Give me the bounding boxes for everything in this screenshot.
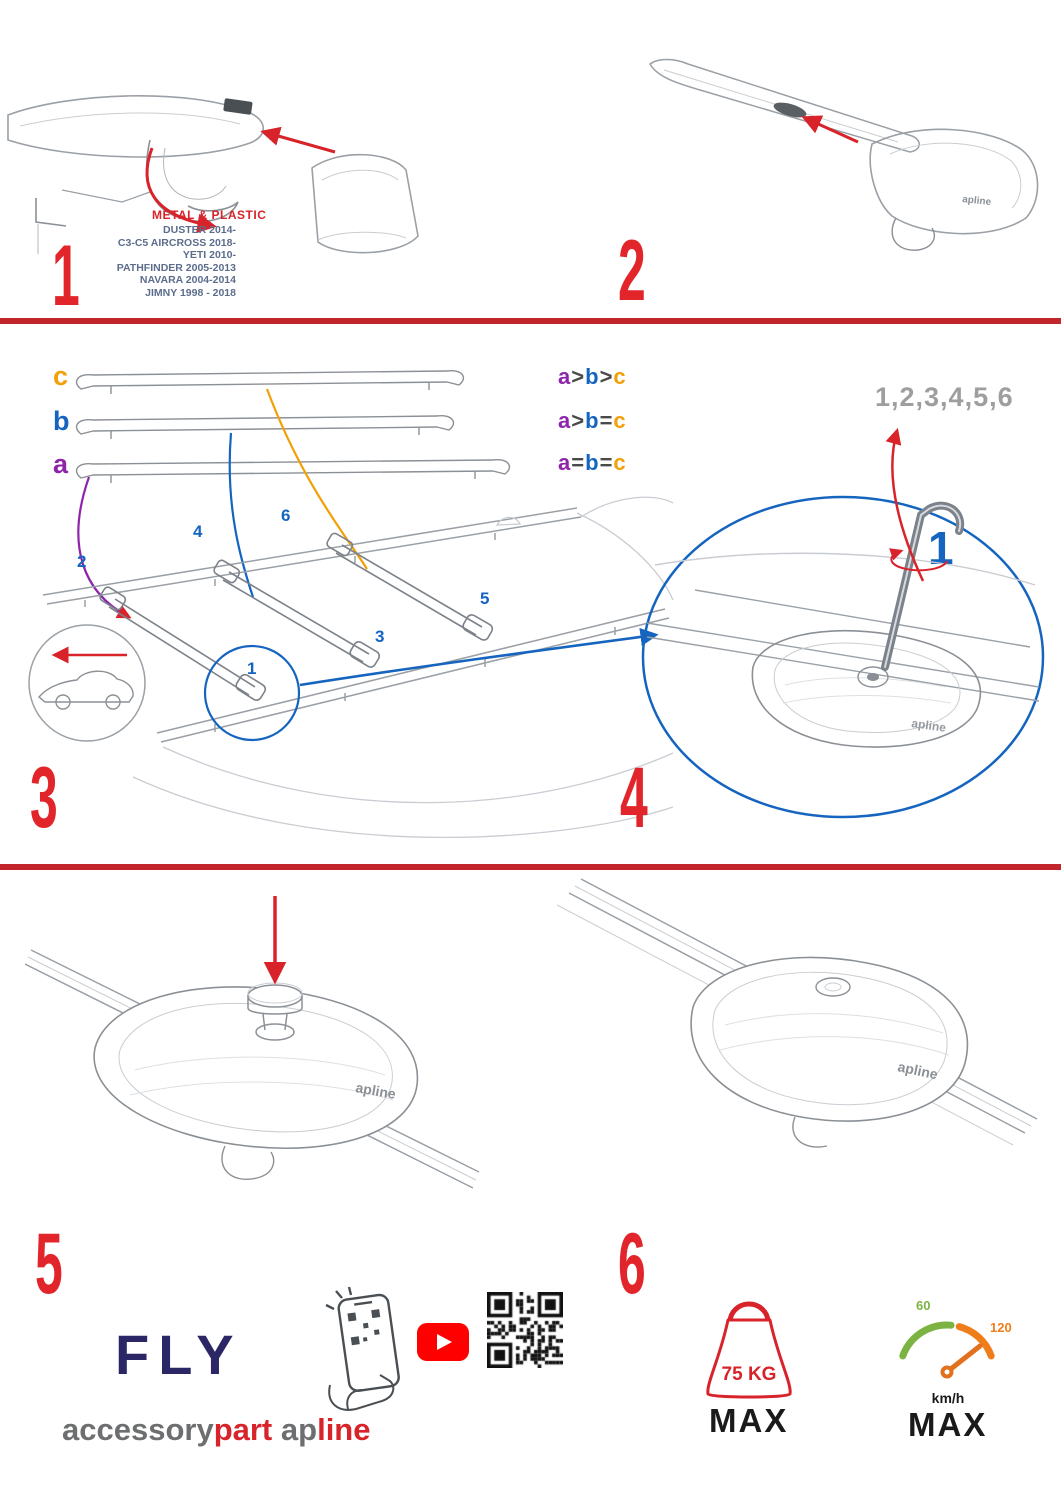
legend-b: b [585,450,600,475]
max-weight-value: 75 KG [722,1364,777,1385]
vehicle-item: PATHFINDER 2005-2013 [116,261,236,274]
step2-number: 2 [618,223,646,319]
step2-bar-insert-illustration: apline [640,50,1060,270]
position-1: 1 [247,659,257,678]
tightening-sequence: 1,2,3,4,5,6 [875,382,1014,412]
connector-c-orange [267,389,367,569]
legend-op: = [599,408,614,433]
vehicle-compatibility-list: DUSTER 2014- C3-C5 AIRCROSS 2018- YETI 2… [84,224,236,300]
speed-low-label: 60 [916,1298,930,1313]
step1-number: 1 [52,228,80,324]
youtube-icon [417,1323,469,1361]
position-5: 5 [480,589,490,608]
bar-label-c: c [53,361,69,391]
brand-ap: ap [280,1412,318,1447]
legend-c: c [613,450,627,475]
foot-body: apline [94,987,417,1179]
apline-badge [223,98,253,115]
apline-logo-on-foot: apline [911,716,948,735]
legend-row-1: a>b>c [558,364,627,390]
step3-roof-layout-illustration [15,345,675,870]
cover-cap [312,155,418,253]
legend-op: = [571,450,586,475]
step5-press-knob-illustration: apline [25,880,485,1210]
max-weight-label: MAX [709,1402,789,1439]
arrow-into-slot [801,115,858,142]
crossbar-c [77,371,464,394]
legend-row-3: a=b=c [558,450,627,476]
step5-number: 5 [35,1216,63,1312]
legend-op: = [599,450,614,475]
position-2: 2 [77,552,87,571]
speed-high-label: 120 [990,1320,1012,1335]
section-divider [0,318,1061,324]
apline-logo-on-foot: apline [354,1079,397,1102]
legend-op: > [571,408,586,433]
bracket-part [36,198,66,226]
material-label: METAL & PLASTIC [152,208,267,222]
rotation-arrow [889,548,947,570]
step4-zoom-illustration: apline [625,427,1061,850]
bar-label-a: a [53,449,69,479]
section-divider [0,864,1061,870]
vehicle-item: C3-C5 AIRCROSS 2018- [117,236,236,249]
foot-body: apline [691,957,967,1147]
legend-c: c [613,364,627,389]
vehicle-item: NAVARA 2004-2014 [139,274,236,287]
lock-knob [248,983,302,1040]
arrow-clamp-path [147,148,217,234]
zoom-circle [643,497,1043,817]
speed-unit-label: km/h [931,1390,965,1406]
car-direction-inset [29,625,145,741]
position-6: 6 [281,506,291,525]
step1-crossbar-clamp-illustration [0,40,430,310]
vehicle-item: JIMNY 1998 - 2018 [145,286,236,299]
brand-logos: accessorypart apline [62,1412,370,1448]
connector-a-purple [78,477,132,619]
crossbar-b [77,416,454,439]
legend-a: a [558,450,572,475]
max-speed-label: MAX [908,1406,988,1443]
vehicle-item: DUSTER 2014- [163,224,236,236]
product-name: FLY [115,1323,243,1386]
brand-part: part [213,1412,273,1447]
max-speed-icon: 60 120 [899,1298,1012,1379]
bar-label-b: b [53,406,70,436]
position-3: 3 [375,627,385,646]
roof-rails [43,508,669,742]
foot-body [870,129,1037,233]
legend-a: a [558,408,572,433]
crossbar-a [77,460,510,483]
arrow-to-zoom [300,627,659,685]
max-weight-icon: 75 KG [706,1301,792,1399]
legend-b: b [585,408,600,433]
bar-slot [773,102,807,118]
step6-number: 6 [618,1216,646,1312]
brand-line: line [317,1412,371,1447]
rail-in-zoom [647,553,1039,701]
scan-phone-icon [318,1285,408,1415]
arrow-to-sequence [885,427,923,581]
legend-op: > [571,364,586,389]
step6-finished-foot-illustration: apline [545,875,1045,1215]
legend-c: c [613,408,627,433]
legend-a: a [558,364,572,389]
allen-key [885,506,960,667]
qr-code [487,1292,563,1368]
legend-b: b [585,364,600,389]
step3-number: 3 [30,750,58,846]
car-body-lines [133,497,673,837]
apline-logo-on-foot: apline [962,194,992,208]
mounted-crossbars [99,532,495,702]
brand-accessory: accessory [62,1412,214,1447]
legend-op: > [599,364,614,389]
position-4: 4 [193,522,203,541]
arrow-cover-to-bar [260,126,335,152]
legend-row-2: a>b=c [558,408,627,434]
vehicle-item: YETI 2010- [182,249,236,262]
zoom-source-circle [205,646,299,740]
step4-number: 4 [620,750,648,846]
foot-in-zoom: apline [752,631,980,747]
